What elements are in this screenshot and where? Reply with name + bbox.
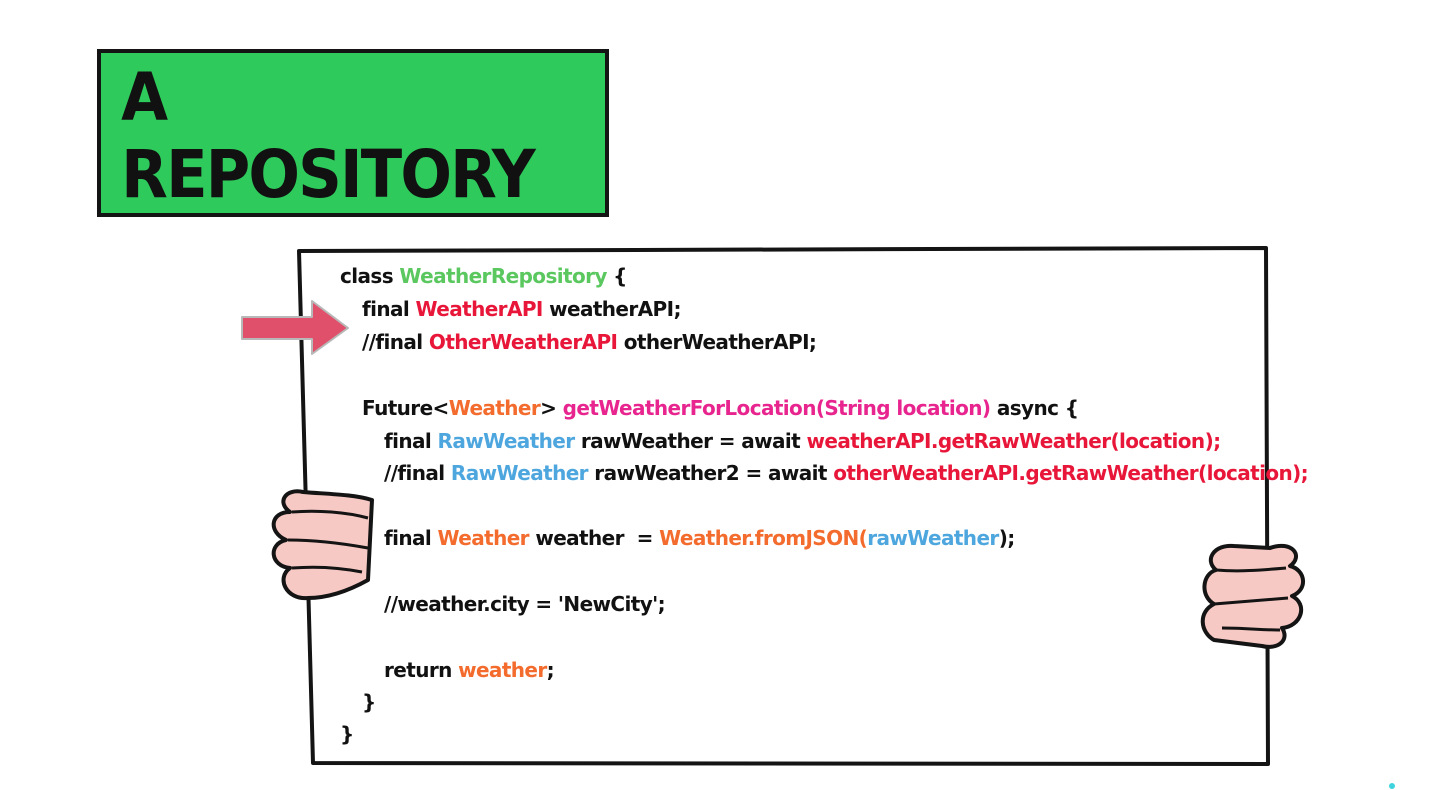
right-hand-icon [1200, 543, 1305, 649]
arrow-right-icon [241, 300, 349, 355]
code-line-return: return weather; [384, 658, 555, 682]
code-board [297, 246, 1270, 766]
corner-dot [1389, 783, 1395, 789]
title-banner: A REPOSITORY [97, 49, 609, 217]
code-line-class: class WeatherRepository { [340, 264, 627, 288]
code-line-comment-city: //weather.city = 'NewCity'; [384, 592, 666, 616]
code-line-raw-weather: final RawWeather rawWeather = await weat… [384, 429, 1221, 453]
code-line-raw-weather-2: //final RawWeather rawWeather2 = await o… [384, 461, 1309, 485]
code-line-commented-field: //final OtherWeatherAPI otherWeatherAPI; [362, 330, 817, 354]
code-line-method-close: } [362, 690, 376, 714]
code-line-field: final WeatherAPI weatherAPI; [362, 297, 681, 321]
code-line-method-signature: Future<Weather> getWeatherForLocation(St… [362, 396, 1079, 420]
class-name: WeatherRepository [399, 264, 607, 288]
left-hand-icon [271, 489, 374, 601]
code-line-class-close: } [340, 722, 354, 746]
code-line-weather: final Weather weather = Weather.fromJSON… [384, 526, 1015, 550]
page-title: A REPOSITORY [121, 59, 536, 213]
